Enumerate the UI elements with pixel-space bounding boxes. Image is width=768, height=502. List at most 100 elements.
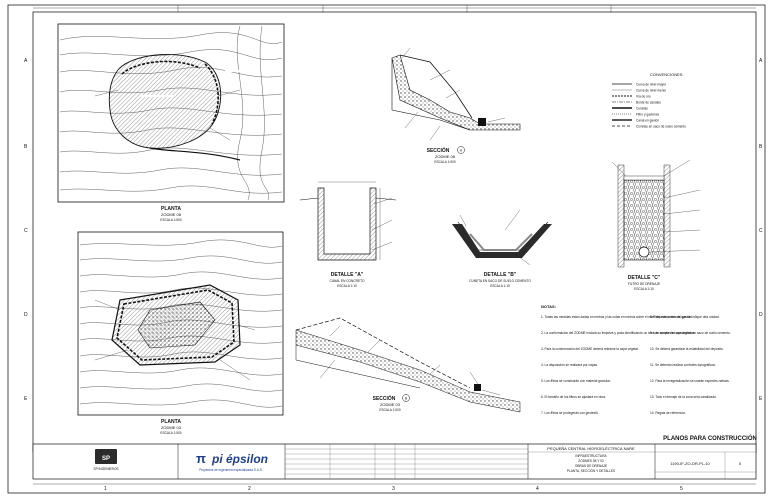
company-logo: π pi épsilon Proyectos de ingeniería esp…	[196, 451, 268, 472]
seccion-a: A SECCIÓN ZODME 08 ESCALA 1:500	[391, 47, 521, 164]
nota-14: 14. Reglas de referencia.	[650, 411, 686, 415]
convencion-3: Borde de canales	[636, 101, 661, 105]
convencion-2: Vía de oro	[636, 95, 651, 99]
seccion-b-subtitle: ZODME 03	[380, 402, 401, 407]
grid-col-5: 5	[680, 486, 683, 492]
detalle-c-drain-pipe	[638, 246, 650, 258]
detalle-b-subtitle: CUNETA EN SACO DE SUELO CEMENTO	[469, 279, 531, 283]
grid-row-e: E	[24, 396, 28, 402]
nota-12: 12. Para la revegetalización se usarán e…	[650, 379, 730, 383]
grid-row-c: C	[24, 228, 28, 234]
notas: NOTAS: 1. Todas las medidas están dadas …	[541, 304, 731, 415]
detalle-a: DETALLE "A" CANAL EN CONCRETO ESCALA 1:1…	[299, 181, 397, 288]
grid-col-1: 1	[104, 486, 107, 492]
company-tagline: Proyectos de ingeniería especializada S.…	[199, 468, 263, 472]
revision-table	[285, 444, 528, 479]
outer-frame	[7, 4, 766, 494]
seccion-a-subtitle: ZODME 08	[435, 154, 456, 159]
planta-08-labels	[70, 70, 255, 100]
contour-lines-03	[79, 239, 283, 408]
plan-status: PLANOS PARA CONSTRUCCIÓN	[663, 434, 757, 442]
grid-numbers-bottom: 1 2 3 4 5	[33, 483, 756, 492]
grid-col-3: 3	[392, 486, 395, 492]
zodme-08-perimeter-channel	[121, 60, 201, 75]
zodme-03-filter	[137, 301, 216, 349]
drawing-number: 1190-IF-ZO-DR-PL-10	[670, 461, 710, 466]
seccion-b-channel	[474, 384, 481, 391]
grid-row-a-right: A	[759, 58, 763, 64]
nota-4: 4. La disposición se realizará por capas…	[541, 363, 598, 367]
client-logo: SP SP INGENIEROS	[93, 449, 119, 471]
planta-08-annotations	[94, 89, 241, 141]
grid-row-c-right: C	[759, 228, 763, 234]
grid-row-d: D	[24, 312, 28, 318]
grid-col-4: 4	[536, 486, 539, 492]
seccion-a-leaders	[401, 47, 506, 141]
grid-row-b-right: B	[759, 144, 763, 150]
convenciones-title: CONVENCIONES:	[650, 72, 684, 77]
planta-08-scale: ESCALA 1:500	[160, 218, 181, 222]
top-ruler	[33, 5, 756, 12]
nota-9: 9. Las cunetas se construirán en saco de…	[650, 331, 731, 335]
planta-zodme-08: PLANTA ZODME 08 ESCALA 1:500	[57, 23, 285, 222]
seccion-a-scale: ESCALA 1:500	[434, 160, 455, 164]
seccion-b-scale: ESCALA 1:500	[379, 408, 400, 412]
detalle-b: DETALLE "B" CUNETA EN SACO DE SUELO CEME…	[452, 209, 552, 288]
convencion-4: Cunetas	[636, 107, 648, 111]
detalle-b-sack-lining	[452, 224, 552, 258]
grid-row-b: B	[24, 144, 28, 150]
drawing-title-3: PLANTA, SECCIÓN Y DETALLES	[567, 468, 615, 473]
drawing-title-1: ZODMES 08 Y 03	[578, 459, 604, 463]
detalle-c-scale: ESCALA 1:10	[634, 287, 654, 291]
revision-number: 0	[739, 461, 742, 466]
nota-2: 2. La conformación del ZODME iniciará su…	[541, 331, 695, 335]
grid-row-d-right: D	[759, 312, 763, 318]
notas-title: NOTAS:	[541, 304, 556, 309]
nota-7: 7. Los filtros se protegerán con geotext…	[541, 411, 599, 415]
seccion-b: B SECCIÓN ZODME 03 ESCALA 1:500	[295, 317, 521, 413]
detalle-a-subtitle: CANAL EN CONCRETO	[330, 279, 365, 283]
planta-08-subtitle: ZODME 08	[161, 212, 182, 217]
convencion-7: Cunetas en saco de suelo cemento	[636, 125, 686, 129]
convencion-0: Curva de nivel mayor	[636, 83, 667, 87]
project-name: PEQUEÑA CENTRAL HIDROELÉCTRICA NARE	[547, 446, 635, 451]
detalle-a-title: DETALLE "A"	[331, 272, 364, 278]
detalle-c-subtitle: FILTRO DE DRENAJE	[628, 282, 660, 286]
convencion-5: Filtro y gaviones	[636, 113, 660, 117]
detalle-c: DETALLE "C" FILTRO DE DRENAJE ESCALA 1:1…	[611, 159, 701, 291]
planta-03-scale: ESCALA 1:500	[160, 431, 181, 435]
seccion-a-title: SECCIÓN	[427, 146, 450, 154]
grid-row-a: A	[24, 58, 28, 64]
planta-zodme-03: PLANTA ZODME 03 ESCALA 1:500	[77, 231, 284, 435]
nota-8: 8. Requerimientos del gavión.	[650, 315, 692, 319]
grid-row-e-right: E	[759, 396, 763, 402]
pi-symbol-icon: π	[196, 451, 206, 466]
detalle-b-title: DETALLE "B"	[484, 272, 517, 278]
detalle-b-scale: ESCALA 1:10	[490, 284, 510, 288]
nota-11: 11. Se deberán realizar controles topogr…	[650, 363, 716, 367]
notas-right-column: 8. Requerimientos del gavión. 9. Las cun…	[650, 315, 731, 415]
nota-1: 1. Todas las medidas están dadas en metr…	[541, 315, 720, 319]
company-name: pi épsilon	[211, 452, 268, 466]
seccion-a-mark: A	[460, 149, 463, 153]
grid-letters-left: A B C D E	[24, 58, 28, 402]
convenciones: CONVENCIONES: Curva de nivel mayor Curva…	[612, 72, 686, 129]
title-block: PLANOS PARA CONSTRUCCIÓN SP SP INGENIERO…	[32, 434, 757, 480]
planta-03-leaders	[94, 299, 256, 381]
convencion-1: Curva de nivel menor	[636, 89, 667, 93]
zodme-08-footprint	[108, 53, 222, 149]
seccion-b-title: SECCIÓN	[373, 394, 396, 402]
planta-03-title: PLANTA	[161, 419, 181, 425]
convencion-6: Canal en gavión	[636, 119, 659, 123]
nota-6: 6. El tamaño de los filtros se ajustará …	[541, 395, 606, 399]
nota-13: 13. Todo el drenaje de la zona será cana…	[650, 395, 717, 399]
drawing-title-2: OBRAS DE DRENAJE	[575, 464, 607, 468]
project-section: INFRAESTRUCTURA	[575, 454, 607, 458]
planta-08-title: PLANTA	[161, 206, 181, 212]
grid-letters-right: A B C D E	[759, 58, 763, 402]
grid-col-2: 2	[248, 486, 251, 492]
nota-5: 5. Los filtros se construirán con materi…	[541, 379, 611, 383]
seccion-a-channel	[478, 118, 486, 126]
detalle-a-scale: ESCALA 1:10	[337, 284, 357, 288]
